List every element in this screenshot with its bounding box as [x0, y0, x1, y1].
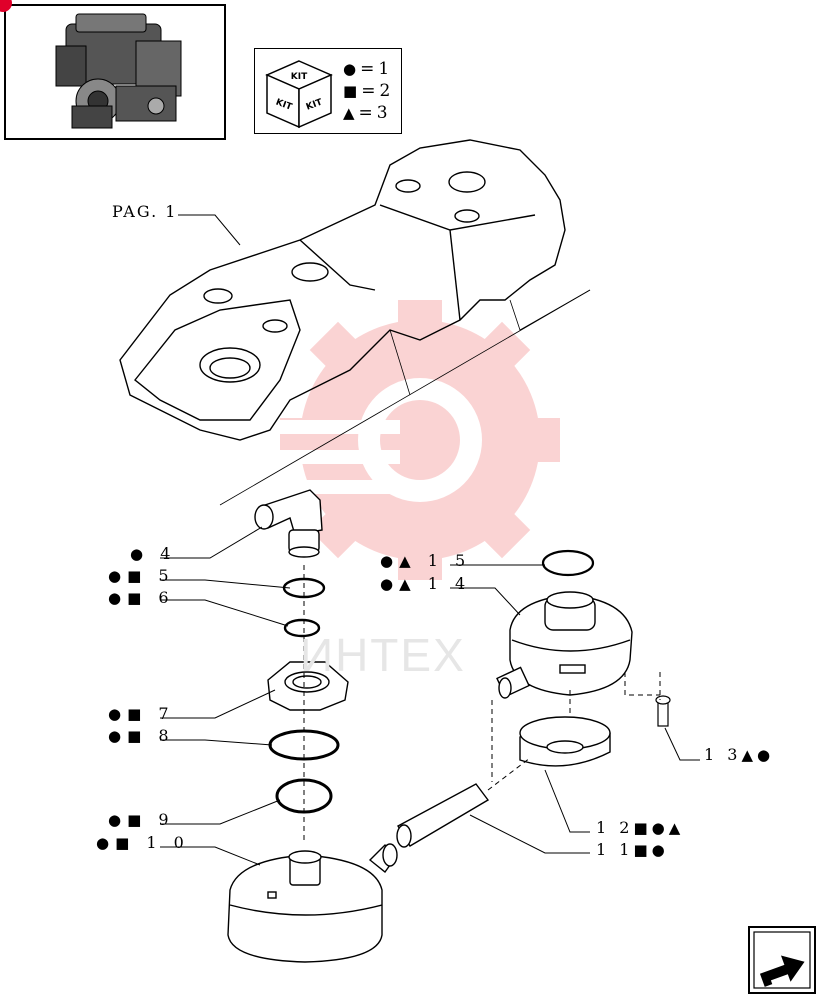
legend-triangle-row: ▲=3: [343, 103, 388, 123]
part-14-valve[interactable]: [496, 591, 633, 699]
circle-icon: ●: [380, 575, 400, 593]
callout-12[interactable]: 1 2■●▲: [596, 818, 685, 837]
callout-8[interactable]: ●■ 8: [108, 726, 175, 745]
callout-6[interactable]: ●■ 6: [108, 588, 175, 607]
triangle-icon: ▲: [741, 746, 757, 764]
callout-14[interactable]: ●▲ 1 4: [380, 574, 472, 593]
circle-icon: ●: [96, 834, 116, 852]
square-icon: ■: [127, 811, 148, 829]
part-12-seat[interactable]: [519, 716, 611, 767]
circle-icon: ●: [757, 746, 775, 764]
callout-9[interactable]: ●■ 9: [108, 810, 175, 829]
next-page-button[interactable]: [748, 926, 816, 994]
page-ref-label[interactable]: PAG. 1: [112, 202, 178, 221]
triangle-icon: ▲: [399, 552, 417, 570]
watermark-logo: [240, 300, 560, 580]
legend-triangle-value: 3: [376, 103, 388, 123]
circle-icon: ●: [108, 589, 128, 607]
triangle-icon: ▲: [343, 104, 355, 122]
callout-10[interactable]: ●■ 1 0: [96, 833, 190, 852]
square-icon: ■: [633, 819, 652, 837]
square-icon: ■: [127, 567, 148, 585]
engine-thumbnail-icon: [55, 13, 182, 129]
square-icon: ■: [127, 589, 148, 607]
callout-7[interactable]: ●■ 7: [108, 704, 175, 723]
next-page-arrow-icon: [753, 931, 811, 989]
engine-thumbnail[interactable]: [4, 4, 226, 140]
kit-legend: KIT KIT KIT ●=1 ■=2 ▲=3: [254, 48, 402, 134]
part-10-housing[interactable]: [227, 843, 398, 963]
legend-square-row: ■=2: [343, 81, 391, 101]
callout-5[interactable]: ●■ 5: [108, 566, 175, 585]
callout-11[interactable]: 1 1■●: [596, 840, 669, 859]
rocker-cover[interactable]: [119, 139, 566, 441]
part-13-screw[interactable]: [655, 695, 671, 727]
circle-icon: ●: [108, 567, 128, 585]
legend-circle-row: ●=1: [343, 59, 390, 79]
kit-cube-icon: KIT KIT KIT: [265, 60, 333, 129]
triangle-icon: ▲: [668, 819, 685, 837]
square-icon: ■: [343, 82, 358, 100]
callout-4[interactable]: ● 4: [130, 544, 177, 563]
legend-circle-value: 1: [378, 59, 390, 79]
callout-15[interactable]: ●▲ 1 5: [380, 551, 472, 570]
circle-icon: ●: [108, 811, 128, 829]
circle-icon: ●: [380, 552, 400, 570]
watermark-text: ИНТЕХ: [300, 629, 466, 681]
square-icon: ■: [127, 727, 148, 745]
circle-icon: ●: [651, 841, 669, 859]
part-7-nut[interactable]: [267, 661, 349, 711]
corner-marker: [0, 0, 12, 12]
circle-icon: ●: [651, 819, 669, 837]
callout-13[interactable]: 1 3▲●: [704, 745, 775, 764]
part-15-ring[interactable]: [541, 549, 595, 577]
square-icon: ■: [633, 841, 652, 859]
circle-icon: ●: [108, 705, 128, 723]
part-11-hose[interactable]: [396, 783, 490, 848]
legend-square-value: 2: [379, 81, 391, 101]
square-icon: ■: [115, 834, 136, 852]
circle-icon: ●: [343, 60, 357, 78]
circle-icon: ●: [108, 727, 128, 745]
triangle-icon: ▲: [399, 575, 417, 593]
part-4-elbow[interactable]: [254, 489, 323, 558]
circle-icon: ●: [130, 545, 150, 563]
square-icon: ■: [127, 705, 148, 723]
part-6-ring[interactable]: [283, 618, 321, 638]
kit-top-label: KIT: [291, 72, 308, 82]
